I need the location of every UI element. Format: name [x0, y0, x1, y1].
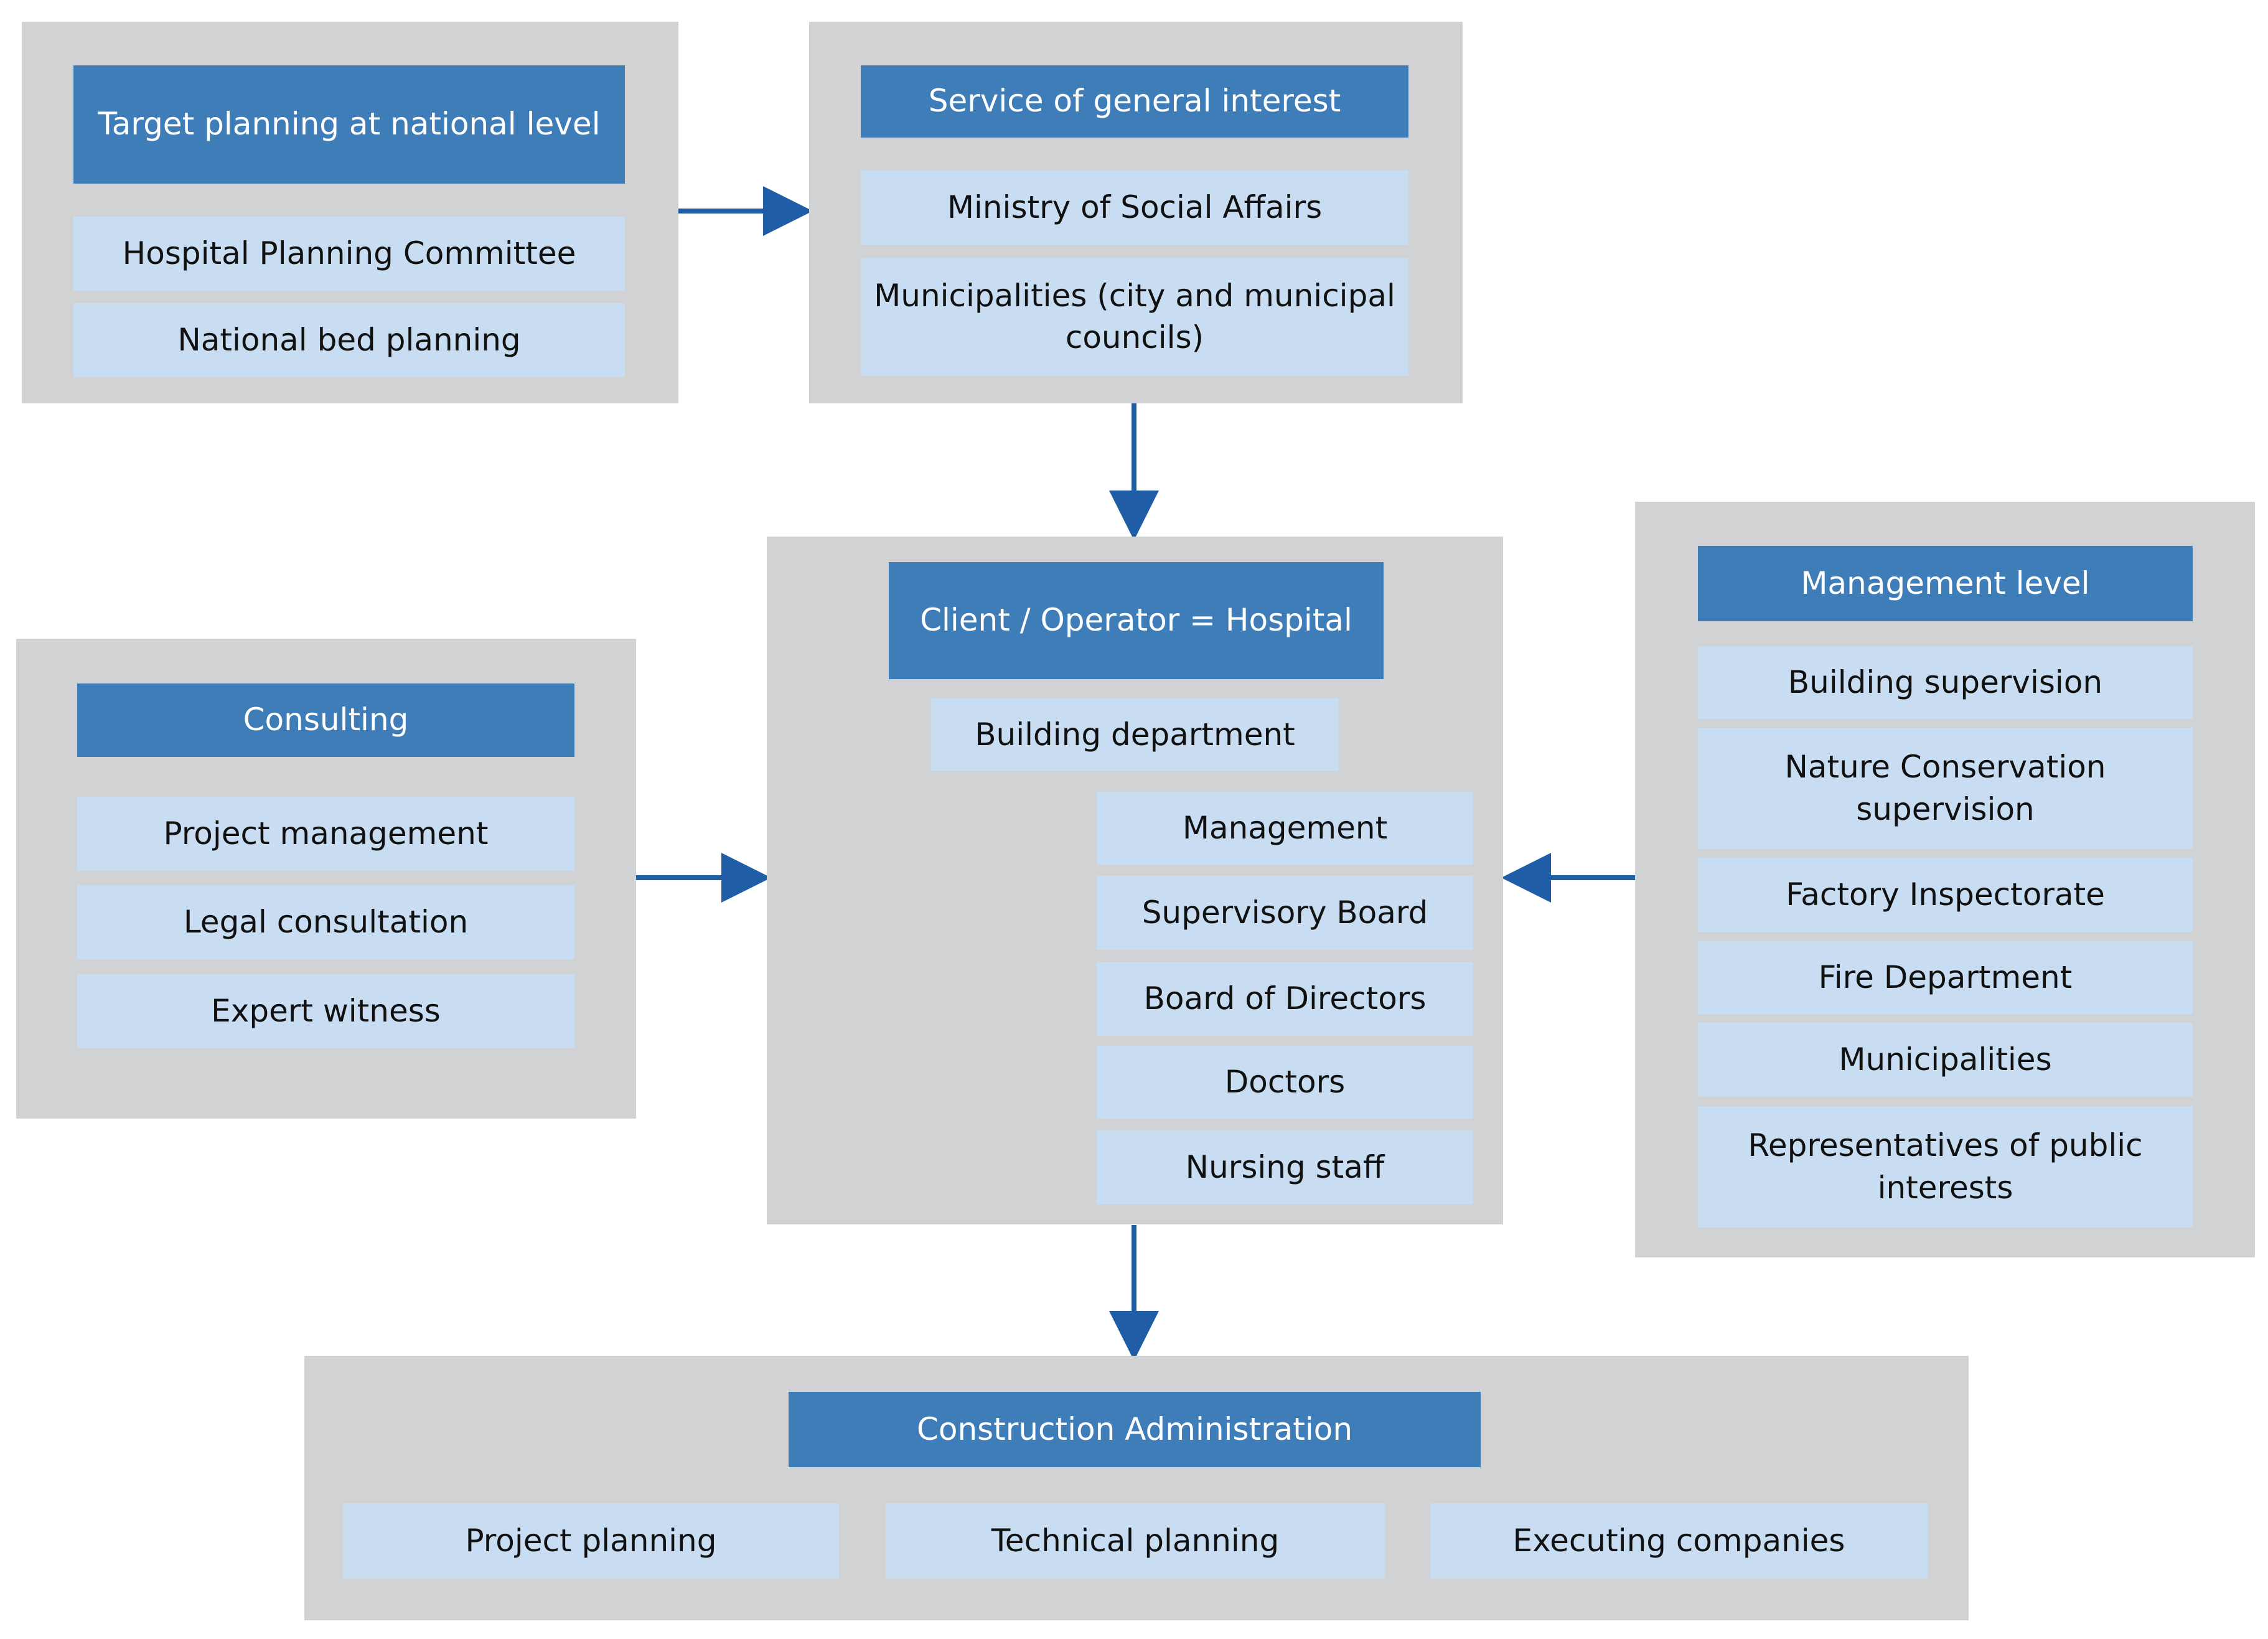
construction-item-technical-planning: Technical planning: [886, 1503, 1385, 1579]
management-item-municipalities: Municipalities: [1698, 1023, 2193, 1097]
client-item-supervisory-board: Supervisory Board: [1097, 876, 1473, 950]
consulting-title: Consulting: [77, 683, 574, 757]
target-planning-item-hospital-planning-committee: Hospital Planning Committee: [73, 217, 625, 291]
management-item-fire-department: Fire Department: [1698, 941, 2193, 1014]
management-item-factory-inspectorate: Factory Inspectorate: [1698, 858, 2193, 932]
management-item-building-supervision: Building supervision: [1698, 646, 2193, 719]
client-item-doctors: Doctors: [1097, 1046, 1473, 1119]
client-item-nursing-staff: Nursing staff: [1097, 1130, 1473, 1205]
client-item-board-of-directors: Board of Directors: [1097, 962, 1473, 1036]
construction-item-project-planning: Project planning: [343, 1503, 839, 1579]
consulting-item-project-management: Project management: [77, 797, 574, 871]
construction-title: Construction Administration: [789, 1392, 1481, 1467]
target-planning-title: Target planning at national level: [73, 65, 625, 184]
client-building-department: Building department: [931, 698, 1339, 771]
construction-item-executing-companies: Executing companies: [1430, 1503, 1928, 1579]
management-level-title: Management level: [1698, 546, 2193, 621]
management-item-representatives-of-public-interests: Representatives of public interests: [1698, 1106, 2193, 1228]
client-title: Client / Operator = Hospital: [889, 562, 1384, 679]
consulting-item-expert-witness: Expert witness: [77, 974, 574, 1048]
target-planning-item-national-bed-planning: National bed planning: [73, 303, 625, 377]
service-title: Service of general interest: [861, 65, 1408, 138]
client-item-management: Management: [1097, 792, 1473, 865]
service-item-ministry-of-social-affairs: Ministry of Social Affairs: [861, 171, 1408, 245]
consulting-item-legal-consultation: Legal consultation: [77, 885, 574, 959]
management-item-nature-conservation-supervision: Nature Conservation supervision: [1698, 728, 2193, 849]
service-item-municipalities: Municipalities (city and municipal counc…: [861, 258, 1408, 376]
